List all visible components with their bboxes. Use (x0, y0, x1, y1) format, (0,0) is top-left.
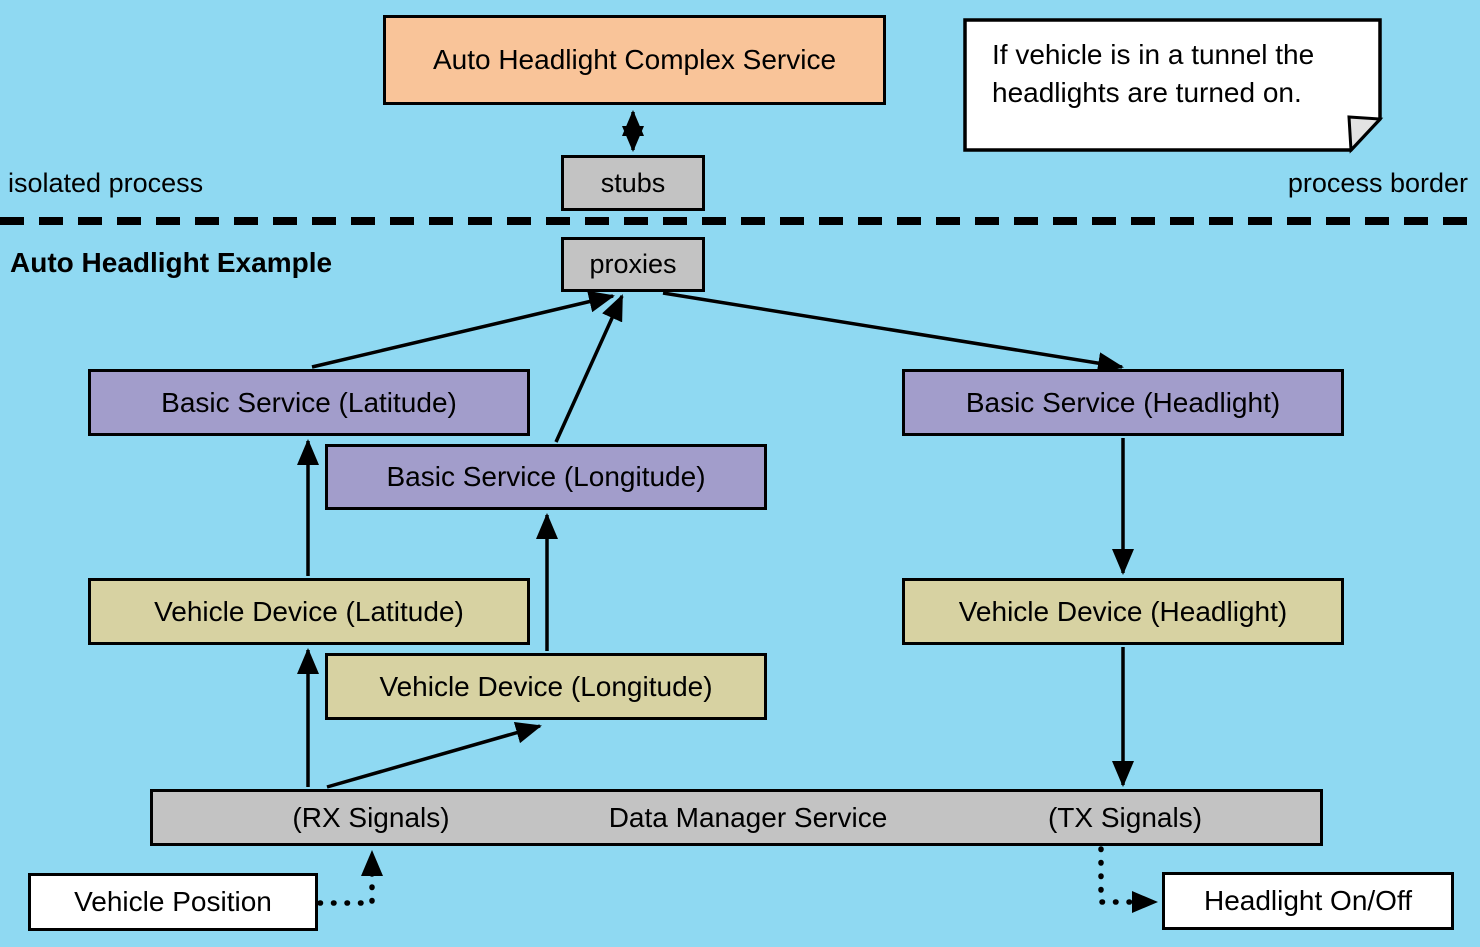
node-headlight-onoff: Headlight On/Off (1162, 872, 1454, 930)
dotted-arrow-data-manager-to-headlight-onoff (1098, 846, 1159, 913)
arrow-data-manager-to-device-longitude (326, 722, 542, 789)
note-text: If vehicle is in a tunnel the headlights… (992, 39, 1315, 108)
node-basic-service-longitude: Basic Service (Longitude) (325, 444, 767, 510)
data-manager-title: Data Manager Service (608, 801, 888, 833)
data-manager-rx-signals-label: (RX Signals) (292, 801, 450, 833)
node-vehicle-device-latitude: Vehicle Device (Latitude) (88, 578, 530, 645)
process-border-label: process border (1287, 168, 1468, 198)
node-vehicle-device-headlight: Vehicle Device (Headlight) (902, 578, 1344, 645)
data-manager-tx-signals-label: (TX Signals) (1047, 801, 1203, 833)
node-vehicle-position: Vehicle Position (28, 873, 318, 931)
note-shape (963, 18, 1384, 154)
example-title: Auto Headlight Example (10, 247, 333, 278)
node-vehicle-device-longitude: Vehicle Device (Longitude) (325, 653, 767, 720)
note-fold-corner (1347, 115, 1384, 154)
isolated-process-label: isolated process (8, 168, 204, 198)
node-proxies: proxies (561, 237, 705, 292)
node-complex-service: Auto Headlight Complex Service (383, 15, 886, 105)
dotted-arrow-vehicle-position-to-data-manager (317, 849, 383, 906)
node-basic-service-latitude: Basic Service (Latitude) (88, 369, 530, 436)
arrow-basic-longitude-to-proxies (554, 294, 624, 443)
node-stubs: stubs (561, 155, 705, 211)
arrow-basic-latitude-to-proxies (311, 290, 615, 369)
arrow-proxies-to-basic-headlight (662, 291, 1124, 375)
node-basic-service-headlight: Basic Service (Headlight) (902, 369, 1344, 436)
node-data-manager-service: (RX Signals) Data Manager Service (TX Si… (150, 789, 1323, 846)
